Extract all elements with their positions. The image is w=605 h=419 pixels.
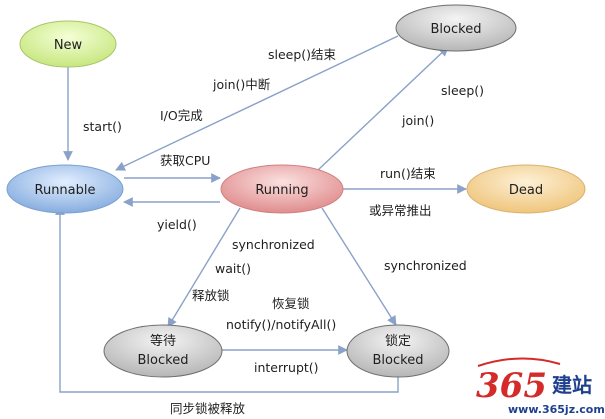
edge-running-to-lock-blocked [321,207,397,326]
node-lock-blocked: 锁定 Blocked [346,324,450,378]
logo-swoosh [477,357,561,367]
svg-text:建站: 建站 [552,373,592,397]
svg-text:等待: 等待 [150,333,176,349]
svg-text:Blocked: Blocked [431,22,482,37]
svg-text:Blocked: Blocked [138,353,189,368]
label-sleep: sleep() [441,83,484,98]
label-join-interrupt: join()中断 [212,77,270,92]
label-wait: wait() [215,261,251,276]
label-io-done: I/O完成 [160,108,203,123]
svg-text:Blocked: Blocked [373,353,424,368]
edge-running-to-blocked [317,46,449,171]
label-join: join() [401,113,434,128]
node-dead: Dead [466,164,586,214]
edge-running-to-wait-blocked [167,207,241,328]
label-notify: notify()/notifyAll() [226,317,336,332]
svg-text:锁定: 锁定 [385,333,411,349]
svg-text:Dead: Dead [509,183,543,198]
node-wait-blocked: 等待 Blocked [103,324,223,378]
node-blocked: Blocked [395,4,517,52]
label-yield: yield() [157,217,197,232]
svg-text:Running: Running [255,183,308,198]
label-release-lock: 释放锁 [192,288,230,303]
edge-lock-blocked-to-runnable [55,205,399,393]
label-run-end: run()结束 [380,166,436,181]
watermark-logo: 365 建站 www.365jz.com [476,357,605,416]
label-synchronized-left: synchronized [232,237,315,252]
label-get-cpu: 获取CPU [160,153,210,168]
label-synchronized-right: synchronized [384,258,467,273]
label-or-exception: 或异常推出 [369,203,432,218]
node-runnable: Runnable [6,164,124,214]
label-interrupt: interrupt() [254,360,319,375]
svg-text:New: New [54,38,83,53]
svg-text:www.365jz.com: www.365jz.com [508,403,605,416]
label-restore-lock: 恢复锁 [272,296,310,311]
svg-text:365: 365 [476,366,547,406]
node-running: Running [220,164,344,214]
node-new: New [19,20,117,68]
label-sleep-end: sleep()结束 [268,47,337,62]
label-start: start() [83,119,122,134]
svg-text:Runnable: Runnable [35,183,96,198]
edge-blocked-to-runnable [115,35,399,171]
label-sync-lock-released: 同步锁被释放 [170,401,246,416]
